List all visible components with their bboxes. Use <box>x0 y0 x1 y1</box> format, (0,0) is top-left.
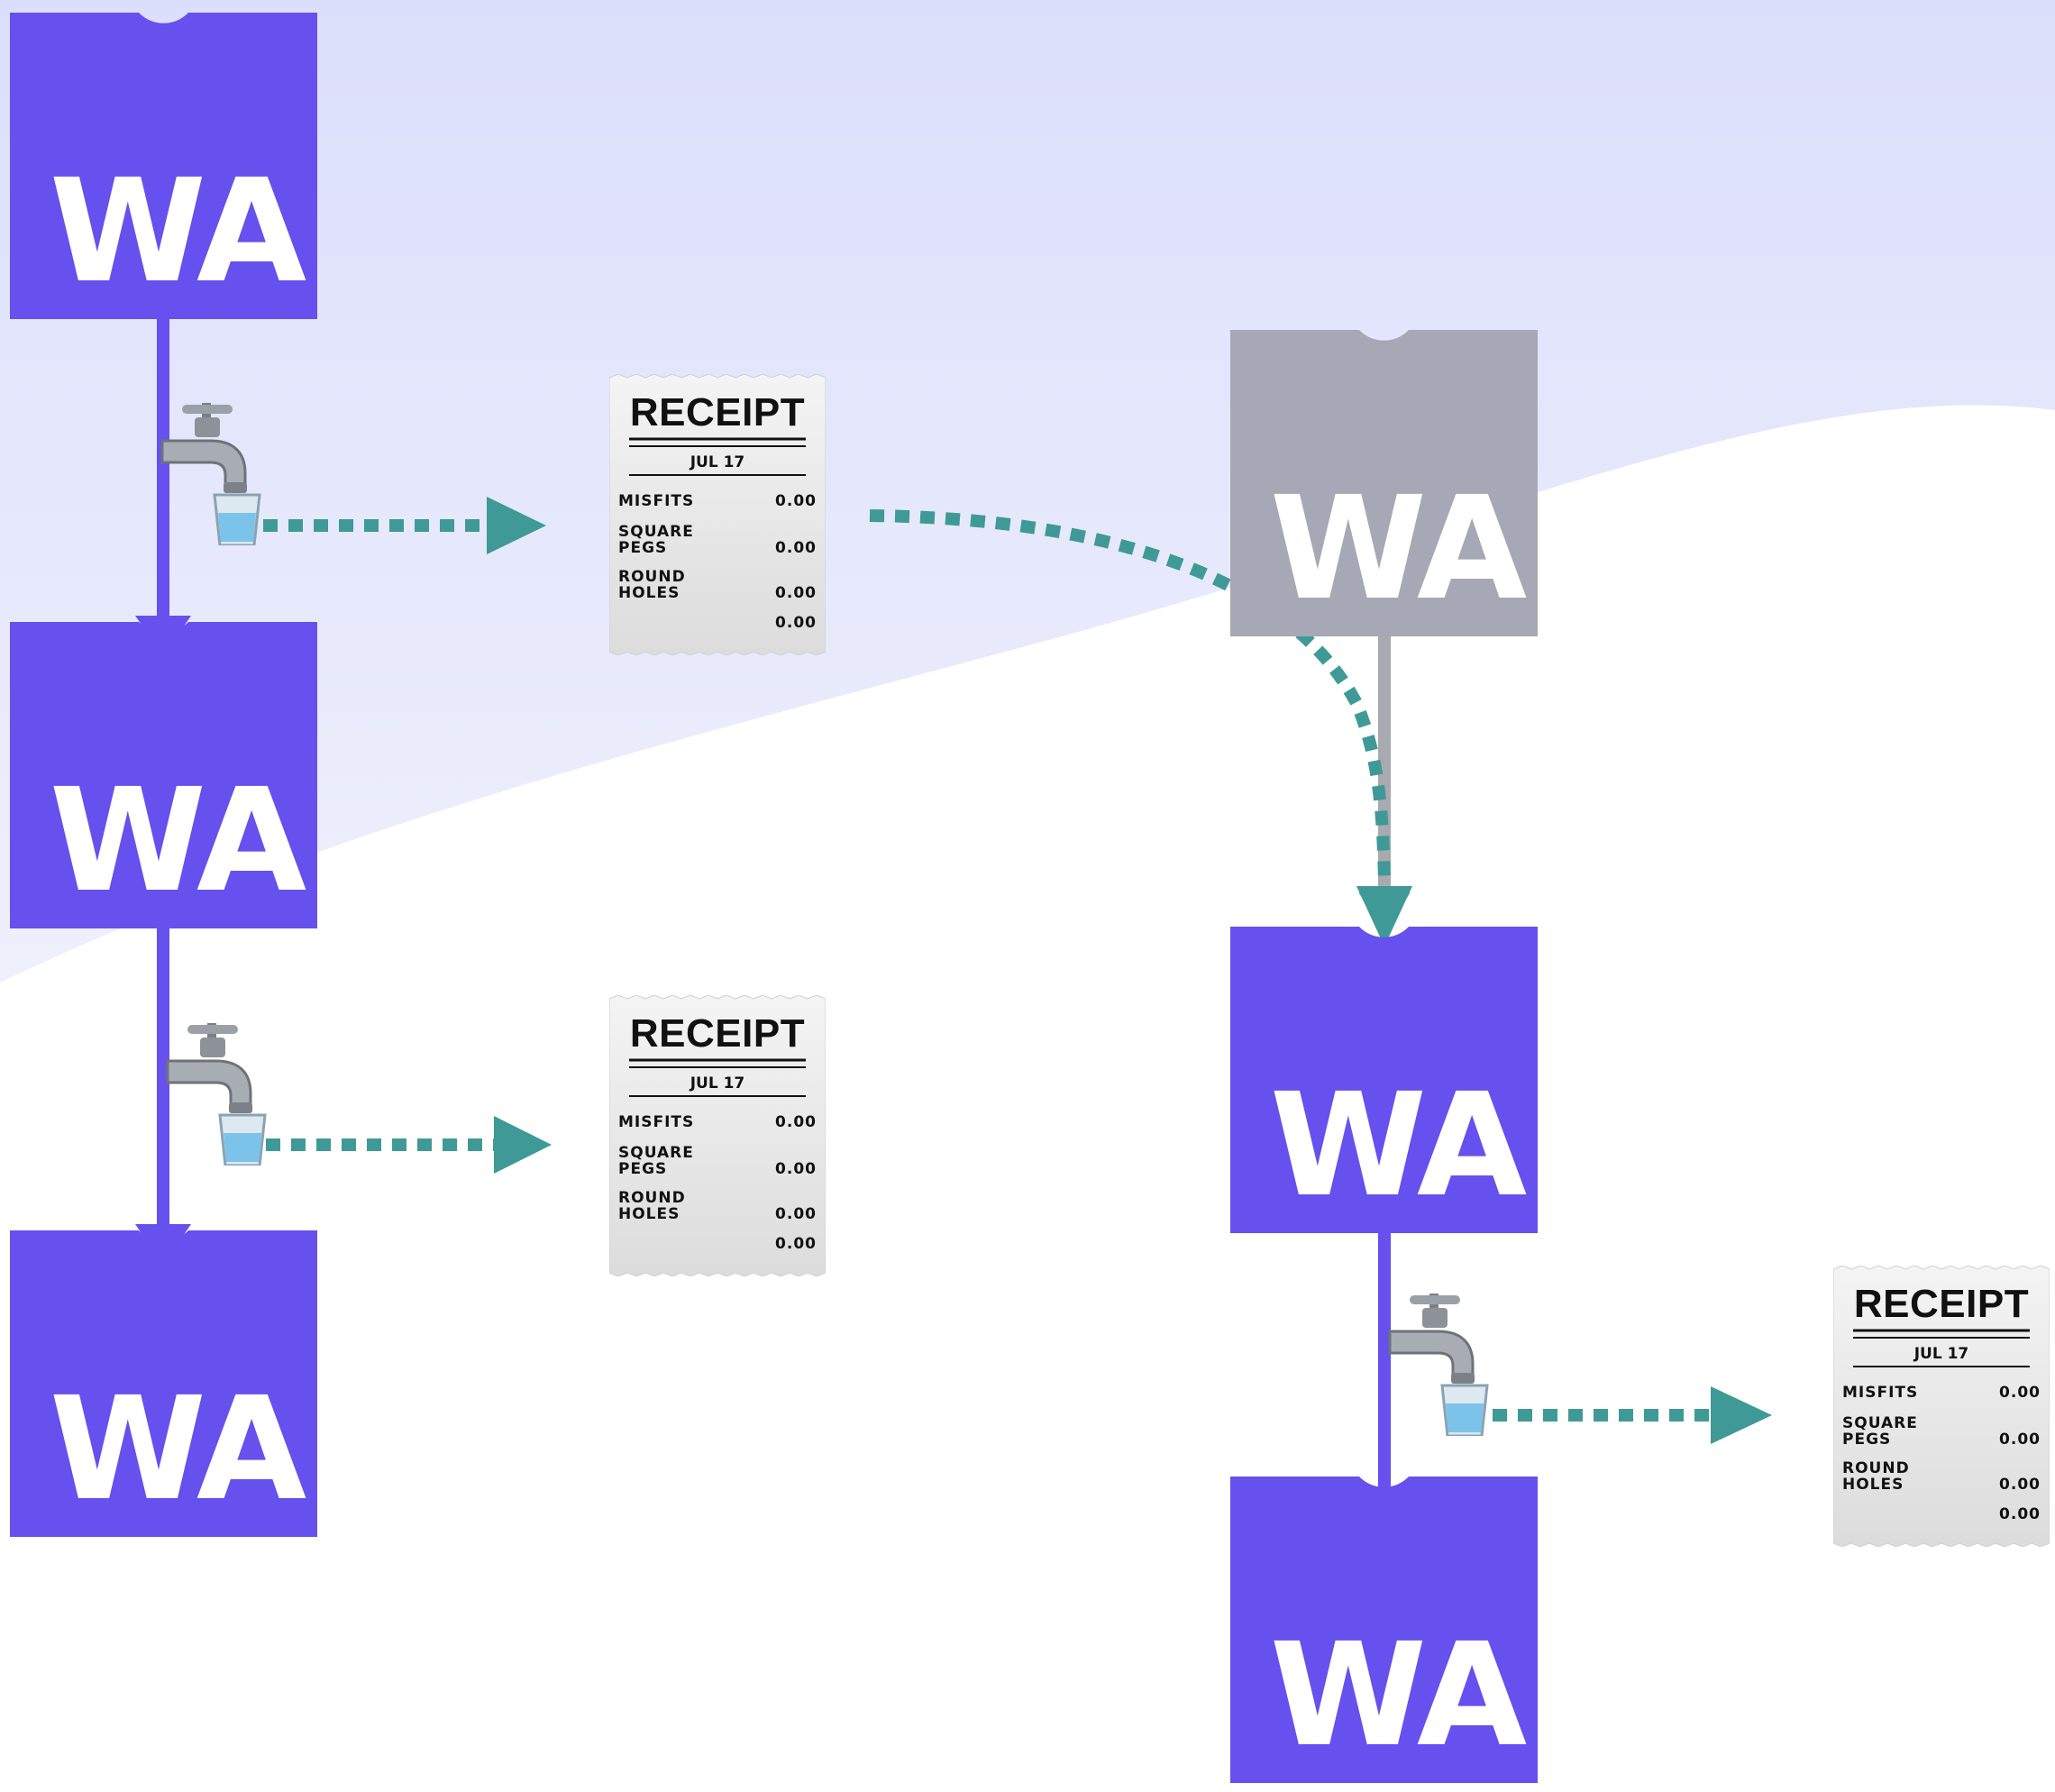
faucet-icon <box>166 1023 267 1166</box>
receipt-line: MISFITS 0.00 <box>618 1112 817 1130</box>
receipt-line: ROUND HOLES 0.00 <box>618 567 817 601</box>
receipt-line-label: MISFITS <box>618 492 695 510</box>
receipt-line-value: 0.00 <box>775 1205 817 1223</box>
receipt-title: RECEIPT <box>629 1011 806 1056</box>
wa-block-5[interactable]: WA <box>1230 1477 1538 1783</box>
faucet-icon <box>1388 1294 1489 1436</box>
receipt-title: RECEIPT <box>1853 1282 2030 1326</box>
wa-block-label: WA <box>1269 1613 1527 1778</box>
flow-arrow-2 <box>266 1116 552 1174</box>
wa-block-label: WA <box>1269 1063 1527 1229</box>
water-glass-icon <box>1440 1384 1489 1436</box>
receipt-line: ROUND HOLES 0.00 <box>1842 1458 2041 1493</box>
receipt-icon: RECEIPT JUL 17 MISFITS 0.00 SQUARE PEGS … <box>1833 1266 2050 1547</box>
receipt-title: RECEIPT <box>629 390 806 434</box>
receipt-line-label-2: PEGS <box>618 1160 668 1178</box>
receipt-paper <box>609 995 826 1276</box>
receipt-date: JUL 17 <box>690 453 745 471</box>
wa-block-shape <box>10 1230 317 1537</box>
receipt-line-label: SQUARE <box>1842 1414 1918 1432</box>
faucet-icon <box>160 403 261 545</box>
wa-block-label: WA <box>49 758 306 924</box>
receipt-line-value: 0.00 <box>775 1160 817 1178</box>
water-glass-icon <box>213 493 261 545</box>
water-glass-icon <box>218 1113 267 1166</box>
receipt-line: MISFITS 0.00 <box>618 491 817 509</box>
wa-block-shape <box>1230 927 1538 1233</box>
wa-block-inactive[interactable]: WA <box>1230 330 1538 636</box>
receipt-line: SQUARE PEGS 0.00 <box>618 1143 817 1177</box>
receipt-line-label-2: HOLES <box>618 584 680 602</box>
receipt-line-label-2: HOLES <box>1842 1476 1904 1494</box>
receipt-line-label: ROUND <box>618 1189 686 1207</box>
receipt-paper <box>1833 1266 2050 1547</box>
receipt-line-label: MISFITS <box>1842 1384 1919 1402</box>
receipt-line-label: SQUARE <box>618 523 694 541</box>
receipt-line-value: 0.00 <box>775 492 817 510</box>
receipt-line: SQUARE PEGS 0.00 <box>1842 1413 2041 1448</box>
receipt-line-label-2: HOLES <box>618 1205 680 1223</box>
wa-block-3[interactable]: WA <box>10 1230 317 1537</box>
receipt-line-value: 0.00 <box>775 1113 817 1131</box>
wa-block-shape <box>10 13 317 319</box>
receipt-line-label: ROUND <box>1842 1459 1910 1477</box>
wa-block-1[interactable]: WA <box>10 13 317 319</box>
receipt-total: 0.00 <box>775 614 817 632</box>
flow-arrow-1 <box>263 497 546 554</box>
receipt-total: 0.00 <box>775 1235 817 1253</box>
receipt-line-label: MISFITS <box>618 1113 695 1131</box>
wa-block-shape <box>1230 330 1538 636</box>
wa-block-2[interactable]: WA <box>10 622 317 928</box>
receipt-date: JUL 17 <box>1913 1345 1969 1363</box>
wa-block-4[interactable]: WA <box>1230 927 1538 1233</box>
receipt-line-value: 0.00 <box>1999 1384 2041 1402</box>
wa-block-label: WA <box>49 149 306 315</box>
flow-arrow-3 <box>1467 1386 1772 1444</box>
receipt-line: ROUND HOLES 0.00 <box>618 1188 817 1222</box>
wa-block-label: WA <box>49 1367 306 1532</box>
receipt-line-label-2: PEGS <box>1842 1431 1892 1449</box>
receipt-date: JUL 17 <box>690 1074 745 1093</box>
receipt-line-value: 0.00 <box>1999 1431 2041 1449</box>
receipt-line-label: SQUARE <box>618 1144 694 1162</box>
flow-arrow-curved <box>869 509 1412 946</box>
receipt-line-label: ROUND <box>618 568 686 586</box>
receipt-line-value: 0.00 <box>1999 1476 2041 1494</box>
receipt-icon: RECEIPT JUL 17 MISFITS 0.00 SQUARE PEGS … <box>609 374 826 655</box>
receipt-line-label-2: PEGS <box>618 539 668 557</box>
receipt-line-value: 0.00 <box>775 539 817 557</box>
wa-block-shape <box>1230 1477 1538 1783</box>
wa-block-label: WA <box>1269 466 1527 632</box>
receipt-line-value: 0.00 <box>775 584 817 602</box>
receipt-total: 0.00 <box>1999 1505 2041 1523</box>
receipt-icon: RECEIPT JUL 17 MISFITS 0.00 SQUARE PEGS … <box>609 995 826 1276</box>
receipt-line: SQUARE PEGS 0.00 <box>618 522 817 556</box>
receipt-line: MISFITS 0.00 <box>1842 1383 2041 1401</box>
receipt-paper <box>609 374 826 655</box>
wa-block-shape <box>10 622 317 928</box>
